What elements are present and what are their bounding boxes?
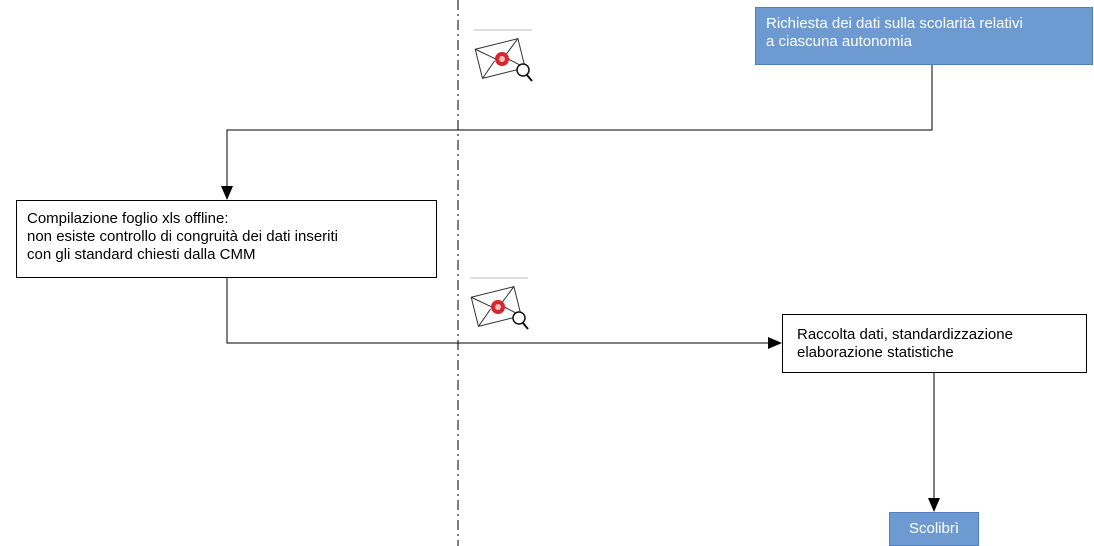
arrowhead (768, 337, 782, 349)
process-box-compilazione[interactable]: Compilazione foglio xls offline: non esi… (16, 200, 437, 278)
arrowhead (928, 498, 940, 512)
email-search-icon (470, 277, 529, 330)
email-search-icon (474, 29, 533, 82)
connector-richiesta-to-compilazione (226, 65, 933, 186)
box-text-line: non esiste controllo di congruità dei da… (27, 228, 339, 245)
process-box-scolibri[interactable]: Scolibrì (889, 512, 979, 546)
box-text-line: elaborazione statistiche (797, 344, 954, 361)
arrowhead (221, 186, 233, 200)
box-text-line: Raccolta dati, standardizzazione (797, 326, 1013, 343)
box-label: Scolibrì (908, 520, 960, 537)
box-text-line: a ciascuna autonomia (766, 33, 912, 50)
box-text-line: con gli standard chiesti dalla CMM (27, 246, 256, 263)
process-box-raccolta[interactable]: Raccolta dati, standardizzazione elabora… (782, 314, 1087, 373)
box-text-line: Richiesta dei dati sulla scolarità relat… (766, 15, 1023, 32)
process-box-richiesta[interactable]: Richiesta dei dati sulla scolarità relat… (755, 7, 1093, 65)
box-text-line: Compilazione foglio xls offline: (27, 210, 229, 227)
connector-compilazione-to-raccolta (226, 278, 768, 344)
